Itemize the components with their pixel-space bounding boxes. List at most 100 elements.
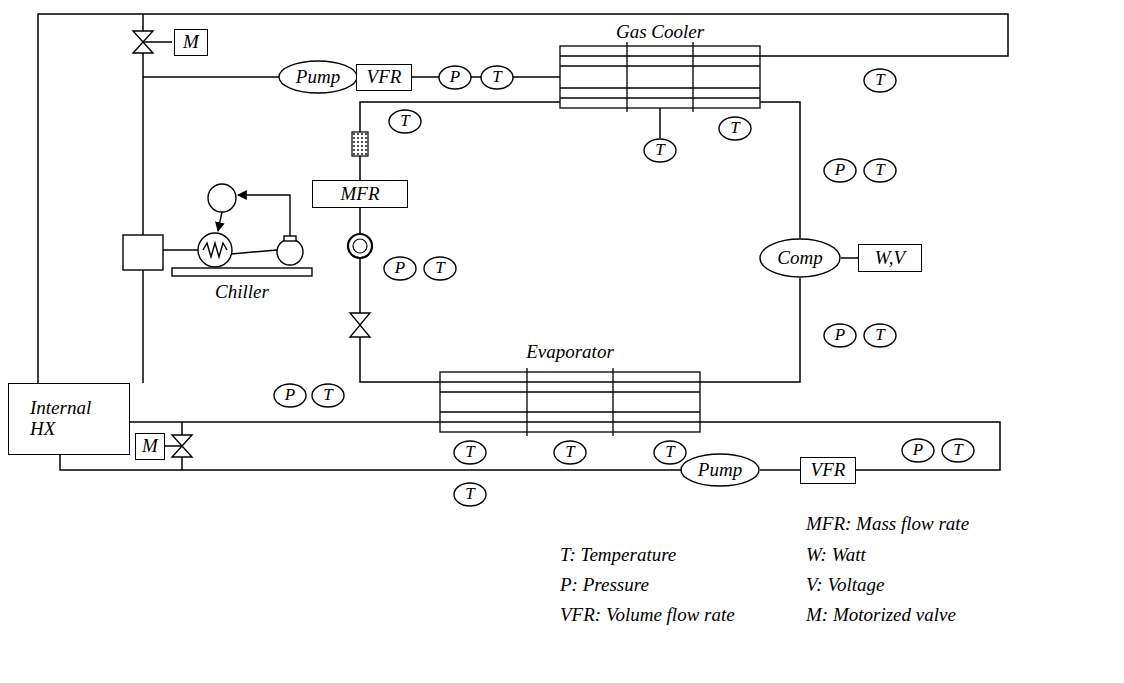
chiller-unit-part [277, 239, 303, 265]
ellipse-outline [274, 384, 306, 407]
node-text: Comp [777, 248, 822, 269]
evaporator-tubes-part [612, 368, 613, 436]
gas-cooler-tubes-part [560, 87, 760, 88]
mass-flow-meter-box: MFR [312, 180, 408, 208]
temperature-sensor: T [311, 383, 345, 408]
node-text: T [953, 441, 962, 460]
flow-meter-box: VFR [800, 457, 856, 484]
ellipse-outline [279, 61, 357, 93]
pressure-sensor: P [901, 438, 935, 463]
pipe-connector [841, 257, 858, 259]
chiller-unit-part [208, 184, 236, 212]
legend-entry: VFR: Volume flow rate [560, 605, 735, 626]
ellipse-outline [389, 110, 421, 133]
chiller-unit-part [203, 243, 227, 257]
gas-cooler-tubes-part [560, 97, 760, 98]
pipe-connector [760, 102, 800, 238]
pipe-connector [130, 421, 440, 423]
ellipse-outline [654, 441, 686, 464]
component-heading: Gas Cooler [616, 22, 704, 43]
pressure-sensor: P [383, 256, 417, 281]
node-text: T [875, 71, 884, 90]
evaporator-tubes-part [440, 381, 700, 382]
water-pipe-part [659, 108, 661, 138]
valve-symbol [133, 31, 370, 457]
temperature-sensor: T [423, 256, 457, 281]
ellipse-outline [864, 159, 896, 182]
ellipse-outline [942, 439, 974, 462]
temperature-sensor: T [863, 158, 897, 183]
water-pipe-part [182, 422, 720, 470]
gas-cooler-tubes-part [692, 42, 693, 112]
legend-text: M: Motorized valve [806, 605, 956, 626]
node-text: MFR [340, 184, 379, 205]
ellipse-outline [864, 324, 896, 347]
chiller-unit-part [163, 249, 198, 250]
legend-entry: V: Voltage [806, 575, 884, 596]
gas-cooler-tubes-part [560, 55, 760, 56]
gas-cooler-tubes-part [560, 46, 760, 108]
node-text: Pump [698, 460, 742, 481]
ellipse-outline [824, 159, 856, 182]
water-pipe-part [38, 14, 1008, 383]
chiller-unit-part [198, 233, 232, 267]
gas-cooler-tubes-part [560, 65, 760, 66]
sight-glass [348, 234, 372, 258]
label-text: Chiller [215, 281, 269, 302]
water-pipe-part [143, 76, 300, 78]
legend-entry: W: Watt [806, 545, 866, 566]
ellipse-outline [864, 69, 896, 92]
node-text: T [492, 68, 501, 87]
node-text: M [142, 436, 158, 457]
legend-text: W: Watt [806, 545, 866, 566]
power-meter-box: W,V [858, 244, 922, 272]
temperature-sensor: T [453, 482, 487, 507]
temperature-sensor: T [553, 440, 587, 465]
legend-entry: T: Temperature [560, 545, 676, 566]
pump: Pump [278, 60, 358, 94]
chiller-unit-part [123, 235, 163, 270]
ellipse-outline [384, 257, 416, 280]
sight-glass-part [353, 239, 367, 253]
valve-symbol-part [133, 31, 153, 53]
node-text: P [285, 386, 295, 405]
chiller-unit-part [218, 212, 222, 231]
pressure-sensor: P [273, 383, 307, 408]
legend-text: P: Pressure [560, 575, 649, 596]
compressor: Comp [759, 238, 841, 278]
node-text: Internal HX [30, 398, 108, 440]
pipe-connector [700, 278, 800, 382]
evaporator-tubes-part [440, 411, 700, 412]
ellipse-outline [902, 439, 934, 462]
node-text: T [665, 443, 674, 462]
valve-motor-box: M [135, 433, 165, 460]
node-text: T [323, 386, 332, 405]
evaporator-tubes-part [440, 421, 700, 422]
temperature-sensor: T [388, 109, 422, 134]
internal-hx-box: Internal HX [8, 383, 130, 455]
ellipse-outline [719, 117, 751, 140]
evaporator-tubes-part [526, 368, 527, 436]
node-text: T [565, 443, 574, 462]
pressure-sensor: P [438, 65, 472, 90]
temperature-sensor: T [941, 438, 975, 463]
ellipse-outline [439, 66, 471, 89]
water-pipe-part [162, 445, 182, 447]
water-pipe [38, 14, 1008, 470]
temperature-sensor: T [863, 323, 897, 348]
evaporator-tubes [440, 368, 700, 436]
node-text: T [875, 326, 884, 345]
node-text: T [730, 119, 739, 138]
node-text: T [400, 112, 409, 131]
ellipse-outline [554, 441, 586, 464]
gas-cooler-tubes-part [626, 42, 627, 112]
temperature-sensor: T [453, 440, 487, 465]
node-text: VFR [367, 67, 402, 88]
temperature-sensor: T [653, 440, 687, 465]
evaporator: Evaporator [440, 340, 700, 432]
chiller-unit-part [172, 268, 312, 276]
node-text: T [655, 141, 664, 160]
temperature-sensor: T [643, 138, 677, 163]
sight-glass-part [348, 234, 372, 258]
